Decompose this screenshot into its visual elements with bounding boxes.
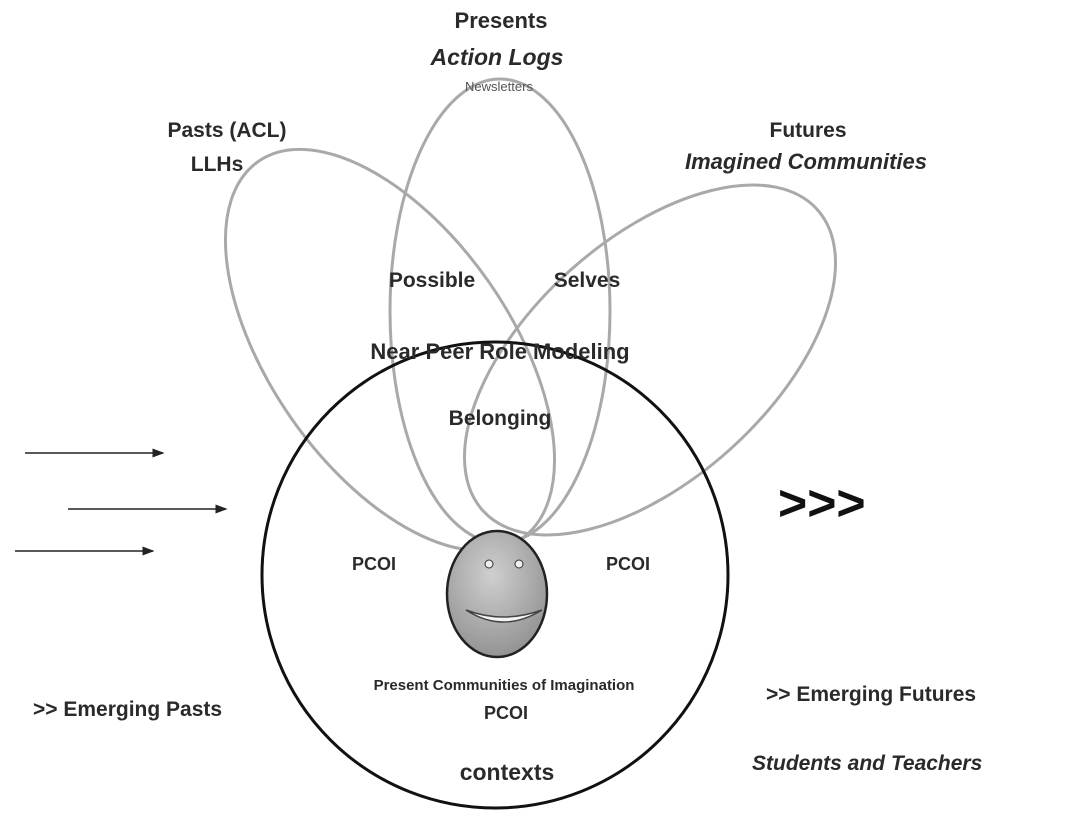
students-and-teachers-label: Students and Teachers (752, 752, 983, 775)
present-communities-label: Present Communities of Imagination (373, 677, 635, 694)
futures-label: Futures (769, 119, 847, 142)
newsletters-label: Newsletters (465, 79, 533, 94)
near-peer-role-modeling-label: Near Peer Role Modeling (370, 339, 630, 364)
emerging-futures-label: >> Emerging Futures (766, 683, 977, 706)
llhs-label: LLHs (190, 153, 244, 176)
selves-label: Selves (553, 269, 621, 292)
presents-label: Presents (454, 8, 548, 33)
pcoi-right-label: PCOI (605, 554, 651, 574)
possible-label: Possible (388, 269, 476, 292)
pcoi-left-label: PCOI (351, 554, 397, 574)
imagined-communities-label: Imagined Communities (684, 149, 928, 174)
contexts-label: contexts (459, 759, 555, 785)
futures-ellipse (463, 183, 837, 537)
belonging-label: Belonging (448, 407, 552, 430)
smiling-face-icon (445, 529, 549, 659)
chevrons-label: >>> (778, 475, 866, 531)
pcoi-bottom-label: PCOI (483, 703, 529, 723)
emerging-pasts-label: >> Emerging Pasts (33, 698, 223, 721)
contexts-circle (260, 340, 730, 810)
action-logs-label: Action Logs (430, 44, 564, 70)
pasts-label: Pasts (ACL) (167, 119, 287, 142)
presents-ellipse (388, 77, 612, 545)
